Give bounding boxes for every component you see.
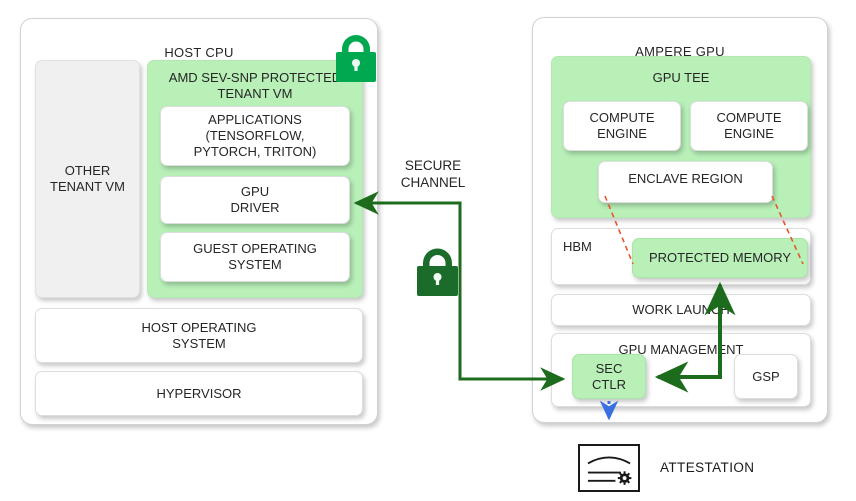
enclave-mapping-dash-left bbox=[604, 195, 634, 265]
attestation-label: ATTESTATION bbox=[660, 460, 755, 475]
guest-os-line1: GUEST OPERATING bbox=[193, 241, 317, 257]
gpu-driver-line1: GPU bbox=[240, 184, 270, 200]
compute-engine-1-box: COMPUTE ENGINE bbox=[563, 101, 681, 151]
host-os-line1: HOST OPERATING bbox=[141, 319, 257, 335]
enclave-mapping-dash-right bbox=[771, 195, 804, 265]
secure-channel-line1: SECURE bbox=[404, 158, 462, 173]
host-os-line2: SYSTEM bbox=[172, 335, 226, 351]
sec-ctlr-line1: SEC bbox=[595, 360, 623, 376]
protected-vm-line1: AMD SEV-SNP PROTECTED bbox=[168, 70, 342, 85]
host-operating-system-box: HOST OPERATING SYSTEM bbox=[35, 308, 363, 363]
enclave-region-label: ENCLAVE REGION bbox=[628, 171, 743, 186]
other-tenant-vm-line2: TENANT VM bbox=[50, 179, 125, 194]
protected-memory-box: PROTECTED MEMORY bbox=[632, 238, 808, 278]
guest-operating-system-box: GUEST OPERATING SYSTEM bbox=[160, 232, 350, 282]
gpu-management-label: GPU MANAGEMENT bbox=[618, 342, 744, 357]
ampere-gpu-title: AMPERE GPU bbox=[635, 44, 725, 59]
compute-engine-1-line2: ENGINE bbox=[597, 126, 647, 141]
secure-channel-line2: CHANNEL bbox=[400, 174, 466, 190]
lock-icon bbox=[336, 35, 376, 82]
gsp-label: GSP bbox=[752, 368, 780, 384]
applications-line3: PYTORCH, TRITON) bbox=[193, 143, 317, 159]
compute-engine-1-line1: COMPUTE bbox=[589, 110, 655, 126]
compute-engine-2-line1: COMPUTE bbox=[716, 110, 782, 126]
gpu-tee-label: GPU TEE bbox=[652, 70, 710, 85]
protected-vm-line2: TENANT VM bbox=[217, 86, 293, 101]
sec-ctlr-line2: CTLR bbox=[592, 376, 626, 392]
host-cpu-title: HOST CPU bbox=[164, 45, 234, 60]
gpu-driver-box: GPU DRIVER bbox=[160, 176, 350, 224]
gpu-driver-line2: DRIVER bbox=[230, 200, 280, 215]
lock-icon bbox=[417, 248, 458, 296]
other-tenant-vm-box: OTHER TENANT VM bbox=[35, 60, 140, 298]
applications-line1: APPLICATIONS bbox=[208, 112, 302, 128]
enclave-region-box: ENCLAVE REGION bbox=[598, 161, 773, 203]
hypervisor-label: HYPERVISOR bbox=[156, 385, 242, 401]
attestation-report-icon bbox=[578, 444, 640, 492]
secure-channel-path bbox=[356, 201, 566, 391]
compute-engine-2-box: COMPUTE ENGINE bbox=[690, 101, 808, 151]
sec-ctlr-to-protected-memory-path bbox=[658, 281, 736, 379]
secure-channel-label: SECURE CHANNEL bbox=[378, 158, 488, 192]
hypervisor-box: HYPERVISOR bbox=[35, 371, 363, 416]
applications-line2: (TENSORFLOW, bbox=[205, 128, 305, 144]
protected-memory-label: PROTECTED MEMORY bbox=[648, 250, 792, 266]
gsp-box: GSP bbox=[734, 354, 798, 399]
sec-ctlr-box: SEC CTLR bbox=[572, 354, 646, 399]
compute-engine-2-line2: ENGINE bbox=[724, 126, 774, 141]
hbm-label: HBM bbox=[563, 239, 592, 254]
guest-os-line2: SYSTEM bbox=[228, 257, 282, 272]
applications-box: APPLICATIONS (TENSORFLOW, PYTORCH, TRITO… bbox=[160, 106, 350, 166]
other-tenant-vm-line1: OTHER bbox=[64, 163, 111, 179]
